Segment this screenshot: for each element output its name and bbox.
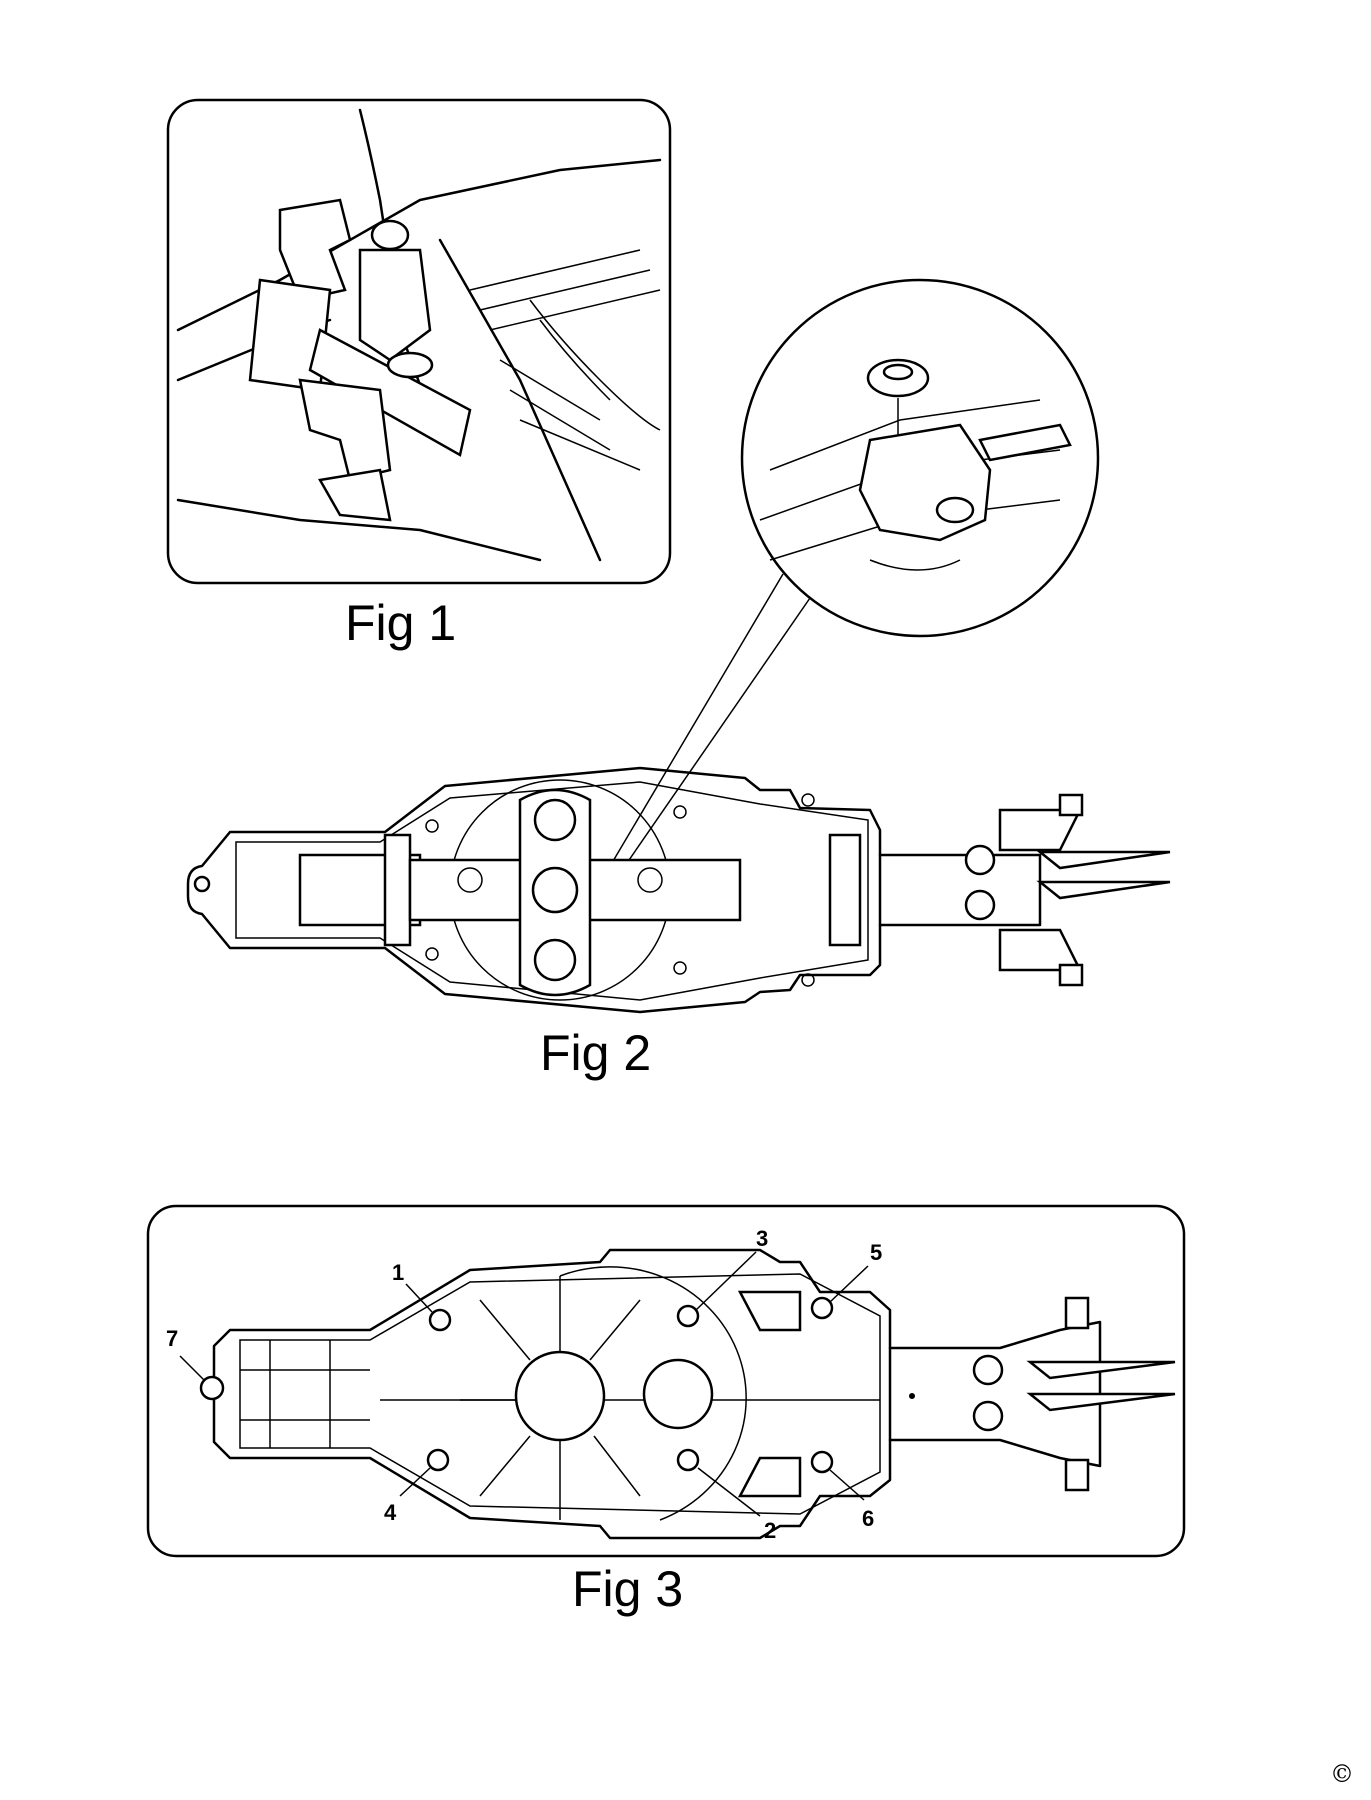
fig3-stud-top — [1064, 1296, 1090, 1330]
fig3-gear-hub — [514, 1350, 606, 1442]
fig2-housing — [186, 766, 882, 1014]
fig2-detail-washer-hole — [882, 363, 914, 381]
fig3-callout-1: 1 — [392, 1260, 404, 1285]
fig3-leader-2 — [697, 1467, 761, 1517]
fig2-detail-slot — [978, 423, 1072, 462]
fig3-leader-5 — [829, 1265, 869, 1303]
fig2-blade-holder-top — [998, 808, 1083, 852]
fig3-housing-inner — [239, 1273, 881, 1515]
fig2-magnifier-circle — [740, 278, 1100, 638]
fig3-screw-6 — [810, 1450, 834, 1474]
fig2-screw-hole — [801, 973, 815, 987]
fig3-blade-bottom — [1026, 1392, 1176, 1412]
fig1-ribs — [469, 249, 661, 331]
fig3-bearing-boss — [642, 1358, 714, 1430]
fig2-stud-top — [1058, 793, 1084, 817]
fig1-housing-edge — [176, 158, 662, 332]
fig1-lever — [308, 328, 472, 457]
fig2-blade-bottom — [1036, 880, 1171, 900]
fig1-cable — [539, 319, 611, 401]
fig2-blade-top — [1036, 850, 1171, 870]
fig3-callout-2: 2 — [764, 1518, 776, 1543]
fig2-housing-inner — [235, 781, 869, 1001]
fig1-housing-edge — [358, 108, 442, 442]
fig3-leader-1 — [405, 1283, 433, 1313]
fig2-blade-pivot-bottom — [964, 889, 996, 921]
fig3-illustration: 1 2 3 4 5 6 7 — [146, 1204, 1186, 1558]
fig1-ribs — [499, 359, 641, 471]
fig3-stud-bottom — [1064, 1458, 1090, 1492]
fig2-caption: Fig 2 — [540, 1025, 652, 1081]
fig1-frame — [166, 98, 672, 585]
fig2-clamp-right — [828, 833, 862, 947]
fig3-frame — [146, 1204, 1186, 1558]
fig3-clamp-bottom — [737, 1456, 802, 1498]
fig3-callout-3: 3 — [756, 1226, 768, 1251]
fig2-bearing-center — [531, 866, 579, 914]
fig3-leader-4 — [399, 1467, 431, 1497]
fig3-leader-6 — [829, 1469, 865, 1501]
fig3-screw-3 — [676, 1304, 700, 1328]
fig2-blade-carrier — [878, 853, 1042, 927]
fig3-rivet — [909, 1393, 915, 1399]
fig2-mount-hole — [193, 875, 211, 893]
fig3-screw-5 — [810, 1296, 834, 1320]
fig1-bracket — [298, 378, 392, 482]
fig2-bearing-top — [533, 798, 577, 842]
fig2-screw-hole — [801, 793, 815, 807]
fig2-illustration — [186, 278, 1171, 1014]
copyright-symbol: © — [1330, 1760, 1354, 1788]
fig1-cable — [529, 299, 661, 431]
fig1-pivot — [386, 351, 434, 379]
fig3-clamp-top — [737, 1290, 802, 1332]
fig3-callout-4: 4 — [384, 1500, 397, 1525]
fig2-clamp-left — [383, 833, 412, 947]
fig3-screw-4 — [426, 1448, 450, 1472]
fig1-foot — [318, 468, 392, 522]
fig2-pin-right — [637, 867, 663, 893]
fig2-detail-scale — [869, 559, 961, 571]
fig3-screw-2 — [676, 1448, 700, 1472]
fig3-caption: Fig 3 — [572, 1561, 684, 1617]
fig1-housing-edge — [176, 498, 542, 562]
fig2-blade-pivot-top — [964, 844, 996, 876]
fig2-detail-bore — [935, 496, 975, 524]
fig2-bearing-bottom — [533, 938, 577, 982]
fig2-screw-hole — [673, 961, 687, 975]
fig3-callout-5: 5 — [870, 1240, 882, 1265]
fig1-caption: Fig 1 — [345, 595, 457, 651]
fig3-housing — [212, 1248, 892, 1540]
fig1-switch-body — [278, 198, 352, 302]
fig2-detail-link — [858, 423, 992, 542]
fig3-screw-1 — [428, 1308, 452, 1332]
fig3-leader-7 — [179, 1355, 205, 1381]
fig3-gear-cover — [559, 1266, 747, 1521]
fig2-screw-hole — [425, 947, 439, 961]
fig3-leader-3 — [695, 1251, 757, 1311]
fig2-screw-hole — [425, 819, 439, 833]
fig3-cover-ribs — [460, 1276, 641, 1520]
fig3-blade-pivot-top — [972, 1354, 1004, 1386]
fig2-stud-bottom — [1058, 963, 1084, 987]
fig1-motor-boss — [358, 248, 432, 362]
fig3-ribs — [240, 1340, 370, 1448]
fig3-callout-6: 6 — [862, 1506, 874, 1531]
fig2-screw-hole — [673, 805, 687, 819]
fig3-blade-pivot-bottom — [972, 1400, 1004, 1432]
fig2-pointer-lines — [589, 573, 811, 903]
fig3-callout-7: 7 — [166, 1326, 178, 1351]
fig3-screw-7 — [199, 1375, 225, 1401]
fig3-blade-top — [1026, 1360, 1176, 1380]
fig2-pin-left — [457, 867, 483, 893]
fig1-illustration — [166, 98, 672, 585]
fig1-screw-head — [370, 219, 410, 251]
